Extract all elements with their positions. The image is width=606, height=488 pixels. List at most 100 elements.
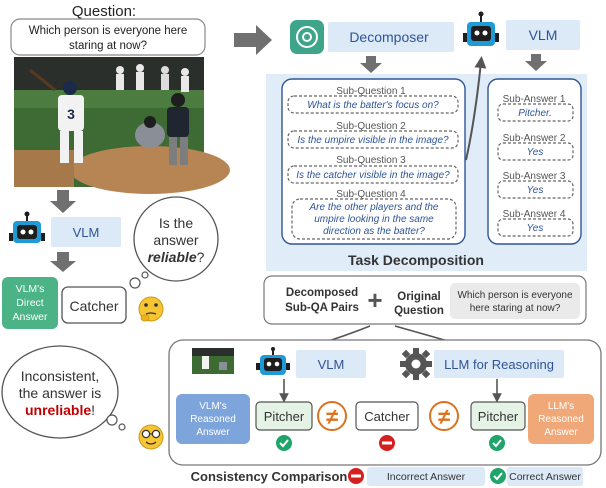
top-vlm-label: VLM: [529, 27, 558, 43]
sub-answer-4-title: Sub-Answer 4: [503, 209, 566, 220]
bottom-vlm-label: VLM: [318, 357, 345, 372]
sub-question-3-box: [287, 165, 459, 184]
llm-reasoned-box: [528, 394, 594, 444]
thought-l1: Is the: [159, 215, 193, 231]
question-text-line2: staring at now?: [69, 40, 147, 52]
sub-question-2-title: Sub-Question 2: [336, 121, 406, 132]
pairs-question-l1: Which person is everyone: [457, 290, 572, 301]
check-icon-right: [489, 435, 505, 451]
answer-mid-box: [355, 401, 419, 431]
sub-answer-1-value: Pitcher.: [518, 108, 552, 119]
thinking-emoji-icon: [138, 296, 164, 322]
llm-label: LLM for Reasoning: [444, 357, 554, 372]
pairs-original-l2: Question: [394, 305, 444, 317]
pairs-original-l1: Original: [397, 291, 440, 303]
answer-right: Pitcher: [478, 409, 519, 424]
sub-answer-2-box: [497, 142, 574, 161]
arrow-vlm-down: [525, 54, 547, 71]
answer-left-box: [255, 401, 313, 431]
sub-question-3-title: Sub-Question 3: [336, 155, 406, 166]
legend-incorrect-icon: [348, 468, 364, 484]
inconsistent-l2: the answer is: [19, 385, 101, 401]
sub-answer-4-value: Yes: [527, 223, 544, 234]
baseball-photo: 3: [14, 57, 230, 194]
vlm-reasoned-box: [176, 394, 250, 444]
direct-answer-l3: Answer: [12, 311, 48, 323]
vlm-reasoned-l2: Reasoned: [190, 414, 236, 425]
inconsistent-l3-end: !: [91, 402, 95, 418]
llm-reasoned-l2: Reasoned: [538, 414, 584, 425]
answer-mid: Catcher: [364, 409, 410, 424]
not-equal-icon-right: [429, 401, 459, 431]
thought-cloud-reliable: [129, 196, 219, 289]
pairs-decomposed-l2: Sub-QA Pairs: [285, 302, 359, 314]
sub-answer-2-title: Sub-Answer 2: [503, 133, 566, 144]
thought-l2: answer: [153, 232, 198, 248]
legend-correct: Correct Answer: [509, 471, 581, 483]
arrow-vlm-to-direct: [50, 252, 76, 272]
legend-incorrect: Incorrect Answer: [387, 471, 466, 483]
legend-correct-icon: [490, 468, 506, 484]
left-vlm-label: VLM: [73, 225, 100, 240]
bottom-vlm-box: [296, 350, 366, 378]
thought-l3-end: ?: [197, 249, 205, 265]
sub-answer-4-box: [497, 218, 574, 237]
legend-title: Consistency Comparison: [191, 469, 348, 484]
legend-incorrect-box: [367, 467, 485, 486]
robot-icon: [9, 211, 45, 243]
photo-thumbnail: [192, 348, 234, 374]
question-box: [10, 18, 206, 56]
check-icon-left: [276, 435, 292, 451]
vlm-reasoned-l3: Answer: [196, 427, 230, 438]
direct-answer-l2: Direct: [16, 297, 44, 309]
inconsistent-l3: unreliable!: [25, 402, 95, 418]
sub-answer-3-box: [497, 180, 574, 199]
nerd-emoji-icon: [138, 424, 164, 450]
sub-question-3-text: Is the catcher visible in the image?: [296, 170, 450, 181]
sub-answer-3-value: Yes: [527, 185, 544, 196]
thought-l3: reliable?: [148, 249, 205, 265]
neq-right: ≠: [438, 404, 450, 429]
sub-question-1-text: What is the batter's focus on?: [307, 100, 439, 111]
minus-icon-mid: [379, 435, 395, 451]
direct-answer-l1: VLM's: [16, 283, 45, 295]
pairs-decomposed-l1: Decomposed: [286, 287, 358, 299]
question-heading: Question:: [72, 3, 136, 20]
top-robot-icon: [463, 11, 499, 46]
sub-answer-1-box: [497, 103, 574, 122]
not-equal-icon-left: [317, 401, 347, 431]
neq-left: ≠: [326, 404, 338, 429]
answer-right-box: [470, 401, 526, 431]
inconsistent-l3-bold: unreliable: [25, 402, 91, 418]
top-vlm-box: [506, 20, 580, 50]
left-vlm-box: [51, 217, 121, 247]
sub-question-4-title: Sub-Question 4: [336, 189, 406, 200]
sub-question-4-line2: umpire looking in the same: [314, 214, 434, 225]
decomposer-box: [328, 22, 454, 52]
openai-icon: [290, 20, 324, 54]
direct-answer-value-box: [61, 286, 127, 324]
sub-question-2-box: [287, 130, 459, 149]
direct-answer-value: Catcher: [69, 298, 118, 314]
llm-box: [434, 350, 564, 378]
sub-question-2-text: Is the umpire visible in the image?: [297, 135, 449, 146]
pairs-plus: +: [367, 285, 382, 315]
sub-answer-3-title: Sub-Answer 3: [503, 171, 566, 182]
arrow-decomposer-down: [360, 56, 382, 73]
legend-correct-box: [507, 467, 583, 486]
sub-question-1-box: [287, 95, 459, 114]
sub-question-4-line1: Are the other players and the: [309, 202, 439, 213]
pairs-question-box: [450, 283, 580, 319]
inconsistent-l1: Inconsistent,: [21, 368, 100, 384]
svg-text:3: 3: [67, 106, 75, 122]
arrow-question-to-decomposer: [234, 25, 272, 55]
arrow-subquestions-to-vlm: [465, 56, 487, 161]
arrow-photo-to-vlm: [50, 190, 76, 213]
sub-question-4-box: [291, 198, 457, 240]
decomposer-label: Decomposer: [349, 29, 429, 45]
question-text-line1: Which person is everyone here: [29, 25, 188, 37]
bottom-robot-icon: [256, 347, 290, 375]
llm-reasoned-l1: LLM's: [548, 401, 574, 412]
sub-question-4-line3: direction as the batter?: [323, 226, 425, 237]
